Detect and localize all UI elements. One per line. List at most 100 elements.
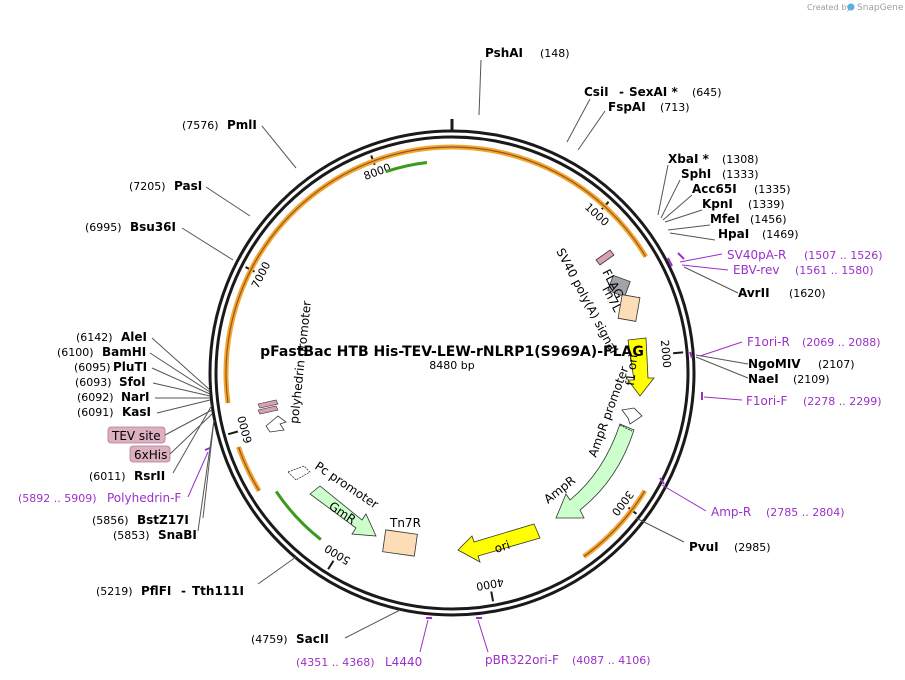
primer-ebv-rev-range: (1561 .. 1580)	[795, 264, 874, 277]
enzyme-snabi[interactable]: SnaBI	[158, 528, 197, 542]
enzyme-pmli[interactable]: PmlI	[227, 118, 257, 132]
pc-promoter-feature[interactable]	[287, 465, 311, 481]
enzyme-acc65i-pos: (1335)	[754, 183, 791, 196]
enzyme-pasi[interactable]: PasI	[174, 179, 202, 193]
enzyme-kpni[interactable]: KpnI	[702, 197, 733, 211]
enzyme-mfei-pos: (1456)	[750, 213, 787, 226]
tick-label: 5000	[322, 541, 353, 567]
primer-connectors	[187, 253, 743, 653]
primer-ebv-rev[interactable]: EBV-rev	[733, 263, 779, 277]
enzyme-avrii[interactable]: AvrII	[738, 286, 770, 300]
enzyme-xbai-pos: (1308)	[722, 153, 759, 166]
enzyme-alei[interactable]: AleI	[121, 330, 147, 344]
ampr-feature[interactable]	[555, 423, 635, 519]
primer-polyhedrin-f-range: (5892 .. 5909)	[18, 492, 97, 505]
enzyme-connectors	[149, 59, 749, 639]
tn7l-feature[interactable]	[607, 274, 631, 298]
polyhedrin-promoter-feature[interactable]	[265, 415, 287, 433]
primer-sv40pa-r-range: (1507 .. 1526)	[804, 249, 883, 262]
enzyme-fspai-pos: (713)	[660, 101, 690, 114]
snapgene-logo-icon	[847, 3, 855, 11]
primer-polyhedrin-f[interactable]: Polyhedrin-F	[107, 491, 181, 505]
enzyme-kasi-pos: (6091)	[77, 406, 114, 419]
f1-ori-feature[interactable]	[627, 337, 655, 397]
enzyme-pshai[interactable]: PshAI	[485, 46, 523, 60]
rnlrp1-cds-inner-arc[interactable]	[225, 146, 647, 404]
enzyme-fspai[interactable]: FspAI	[608, 100, 646, 114]
primer-f1ori-r[interactable]: F1ori-R	[747, 335, 790, 349]
enzyme-snabi-pos: (5853)	[113, 529, 150, 542]
enzyme-rsrii-pos: (6011)	[89, 470, 126, 483]
enzyme-pshai-pos: (148)	[540, 47, 570, 60]
enzyme-nari[interactable]: NarI	[121, 390, 150, 404]
primer-f1ori-f[interactable]: F1ori-F	[746, 394, 787, 408]
enzyme-bstz17i[interactable]: BstZ17I	[137, 513, 189, 527]
tick-mark	[227, 430, 239, 436]
ampr-cds-arc[interactable]	[582, 489, 648, 559]
enzyme-pflfi-sep: -	[181, 584, 186, 598]
enzyme-bsu36i[interactable]: Bsu36I	[130, 220, 176, 234]
enzyme-kasi[interactable]: KasI	[122, 405, 151, 419]
enzyme-pluti[interactable]: PluTI	[113, 360, 147, 374]
tn7l-peach-feature[interactable]	[617, 294, 641, 322]
primer-f1ori-f-range: (2278 .. 2299)	[803, 395, 882, 408]
enzyme-pflfi[interactable]: PflFI	[141, 584, 171, 598]
primer-labels: SV40pA-R (1507 .. 1526) EBV-rev (1561 ..…	[18, 248, 883, 669]
enzyme-pvui[interactable]: PvuI	[689, 540, 719, 554]
primer-f1ori-r-range: (2069 .. 2088)	[802, 336, 881, 349]
enzyme-mfei[interactable]: MfeI	[710, 212, 740, 226]
enzyme-sexai[interactable]: SexAI *	[629, 85, 678, 99]
enzyme-sphi[interactable]: SphI	[681, 167, 711, 181]
primer-amp-r-range: (2785 .. 2804)	[766, 506, 845, 519]
enzyme-xbai[interactable]: XbaI *	[668, 152, 710, 166]
enzyme-bamhi[interactable]: BamHI	[102, 345, 146, 359]
his-tag-mark[interactable]	[257, 405, 279, 415]
tn7r-feature[interactable]	[382, 529, 418, 557]
gmr-feature[interactable]	[309, 485, 377, 537]
polyhedrin-promoter-label: polyhedrin promoter	[287, 300, 314, 424]
enzyme-csii-pos: (645)	[692, 86, 722, 99]
primer-amp-r[interactable]: Amp-R	[711, 505, 751, 519]
enzyme-naei[interactable]: NaeI	[748, 372, 779, 386]
primer-l4440[interactable]: L4440	[385, 655, 422, 669]
enzyme-rsrii[interactable]: RsrII	[134, 469, 165, 483]
enzyme-csii-sep: -	[619, 85, 624, 99]
enzyme-ngomiv-pos: (2107)	[818, 358, 855, 371]
enzyme-csii[interactable]: CsiI	[584, 85, 609, 99]
enzyme-pvui-pos: (2985)	[734, 541, 771, 554]
ori-feature[interactable]	[457, 523, 541, 563]
top-green-arc[interactable]	[385, 160, 428, 174]
primer-pbr322ori-f-range: (4087 .. 4106)	[572, 654, 651, 667]
enzyme-tth111i[interactable]: Tth111I	[192, 584, 244, 598]
ampr-promoter-feature[interactable]	[621, 407, 643, 425]
tick-label: 6000	[235, 414, 255, 444]
lower-cds-inner-arc[interactable]	[237, 446, 260, 492]
primer-pbr322ori-f[interactable]: pBR322ori-F	[485, 653, 559, 667]
his-tag-label: 6xHis	[134, 448, 167, 462]
enzyme-pmli-pos: (7576)	[182, 119, 219, 132]
enzyme-pasi-pos: (7205)	[129, 180, 166, 193]
inner-features	[257, 249, 655, 563]
enzyme-sacii[interactable]: SacII	[296, 632, 329, 646]
enzyme-pflfi-pos: (5219)	[96, 585, 133, 598]
gmr-green-arc[interactable]	[274, 490, 322, 541]
primer-l4440-range: (4351 .. 4368)	[296, 656, 375, 669]
enzyme-hpai[interactable]: HpaI	[718, 227, 749, 241]
ampr-cds-inner-arc[interactable]	[583, 490, 646, 558]
tev-site-mark[interactable]	[257, 399, 279, 409]
flag-feature[interactable]	[595, 249, 615, 266]
enzyme-sfoi[interactable]: SfoI	[119, 375, 146, 389]
backbone-inner-strand	[214, 135, 690, 611]
enzyme-ngomiv[interactable]: NgoMIV	[748, 357, 801, 371]
lower-cds-arc[interactable]	[236, 446, 262, 493]
credit-prefix: Created by	[807, 3, 851, 12]
his-connector	[169, 413, 213, 455]
enzyme-acc65i[interactable]: Acc65I	[692, 182, 737, 196]
tick-mark	[327, 560, 335, 570]
primer-sv40pa-r[interactable]: SV40pA-R	[727, 248, 786, 262]
plasmid-length: 8480 bp	[429, 359, 474, 372]
tn7r-label: Tn7R	[389, 516, 421, 530]
enzyme-nari-pos: (6092)	[77, 391, 114, 404]
tick-label: 2000	[658, 339, 673, 368]
